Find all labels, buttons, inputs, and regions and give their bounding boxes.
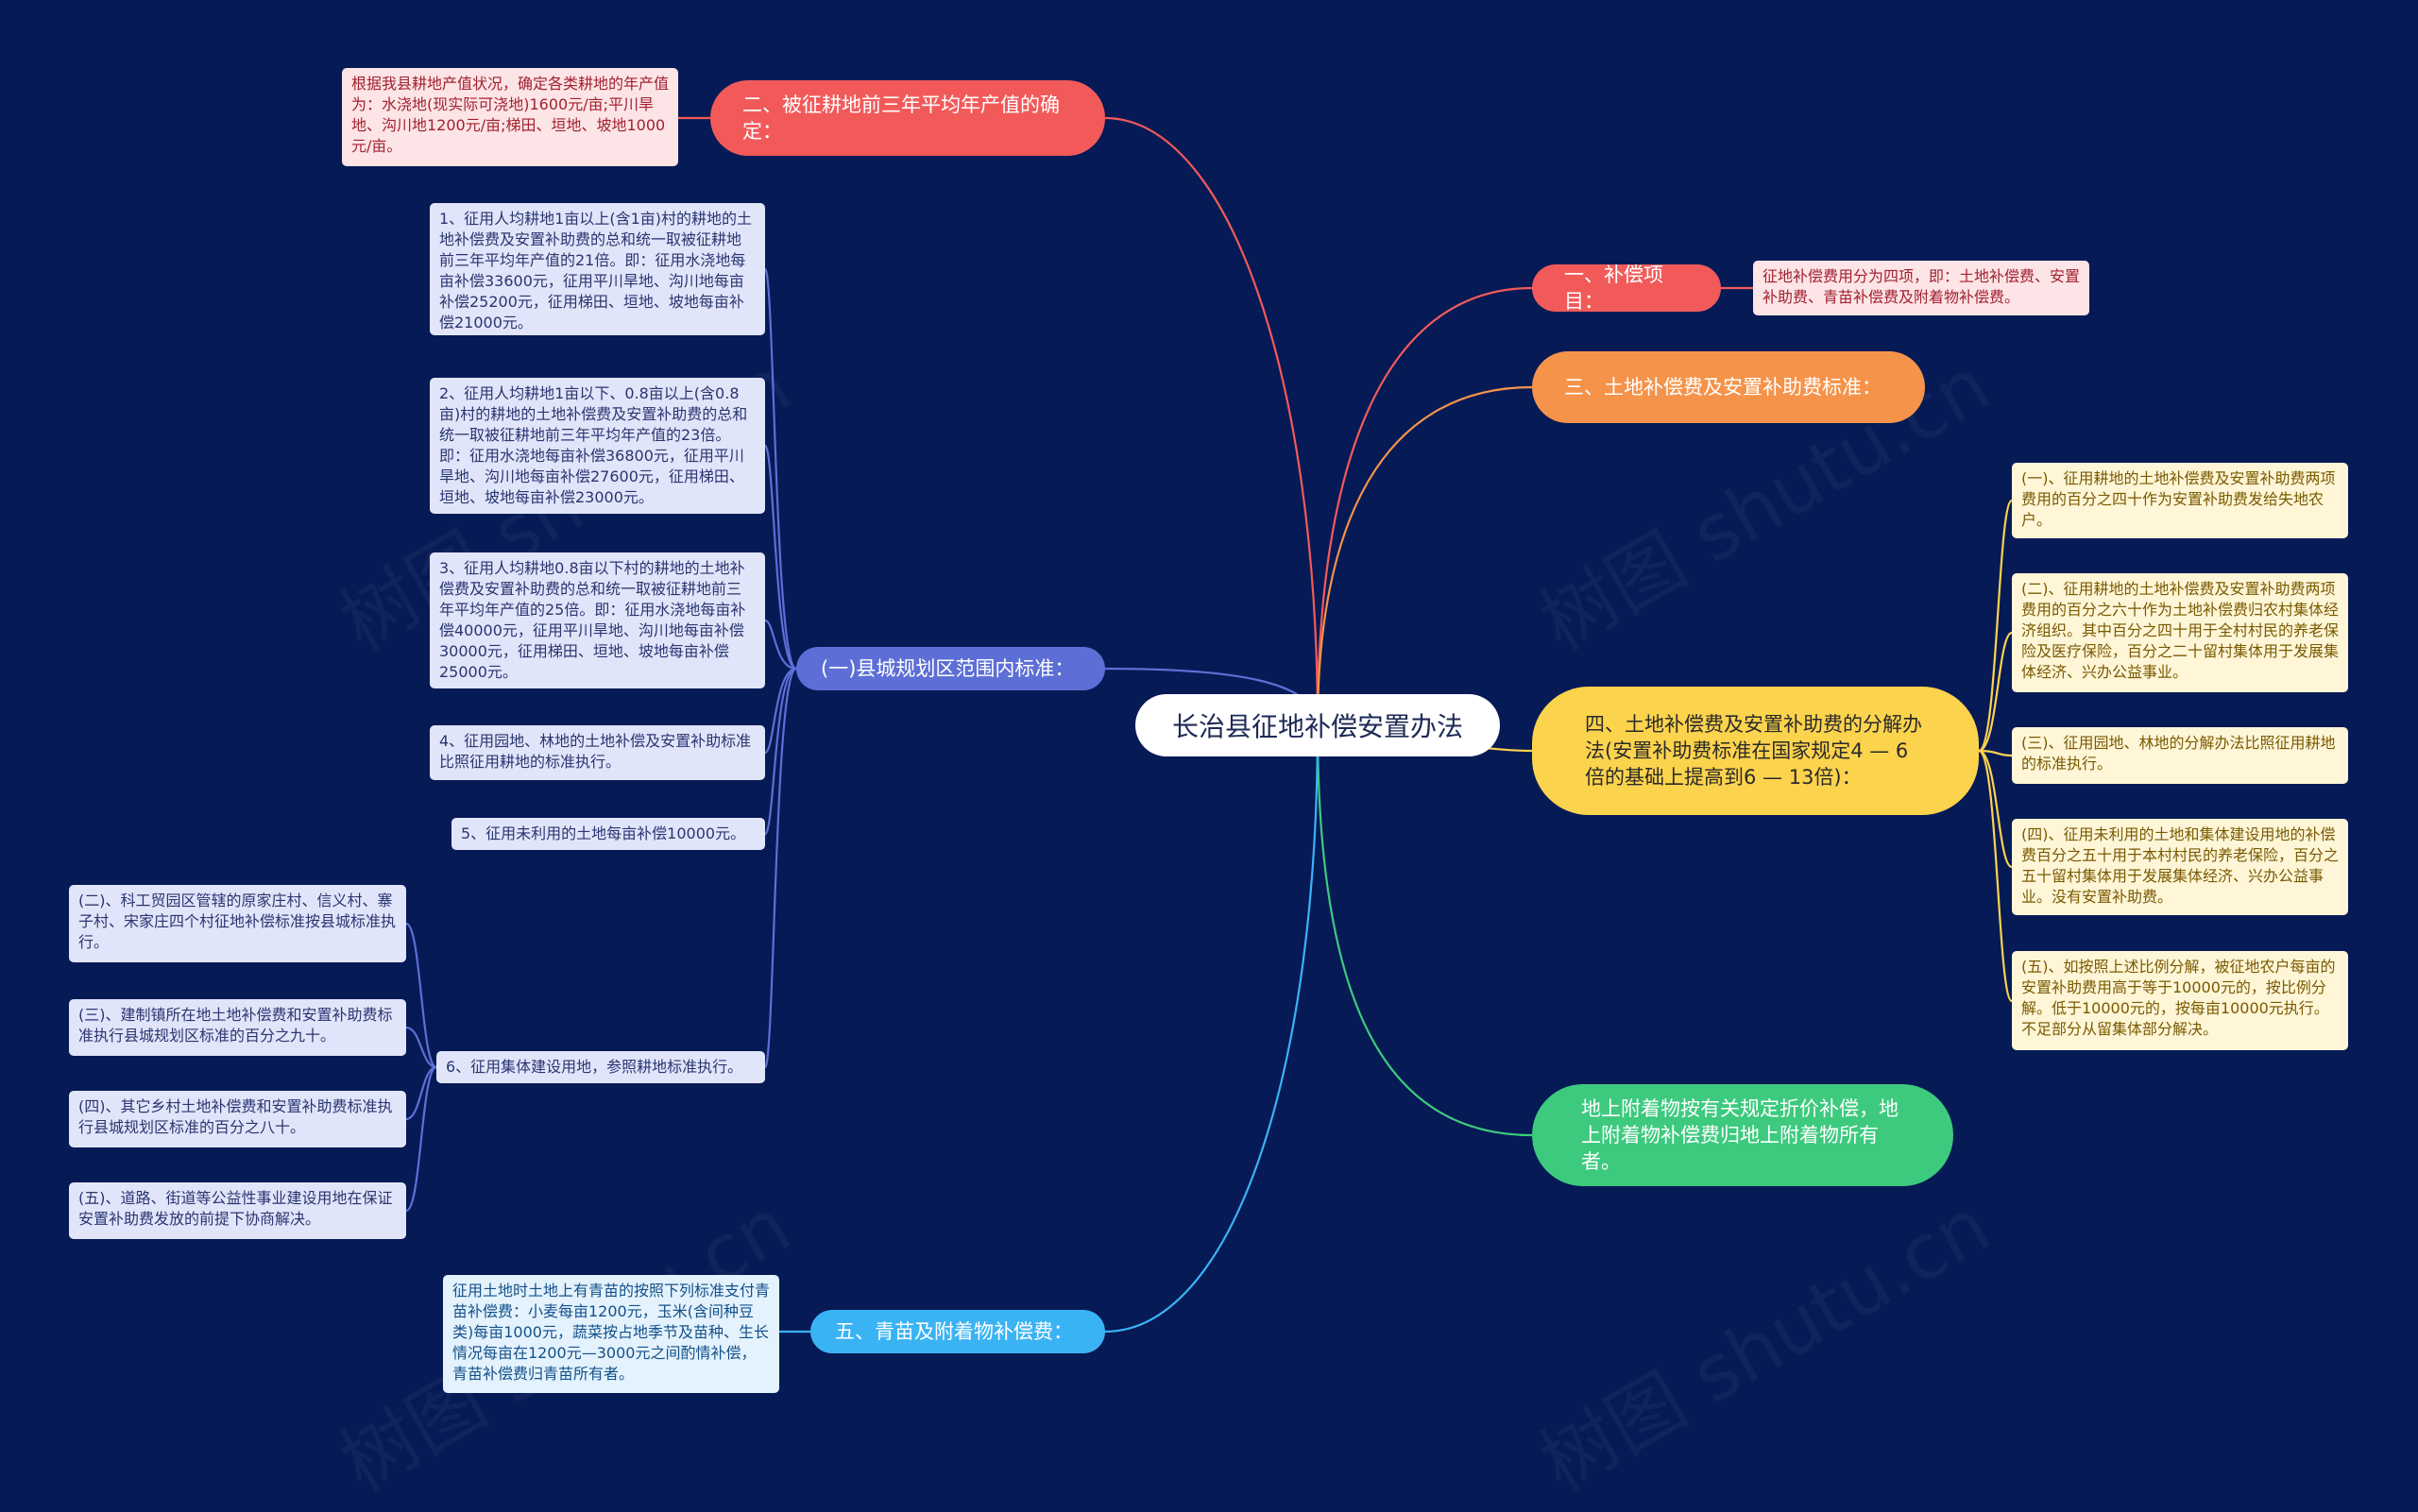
card-decomp-4: (四)、征用未利用的土地和集体建设用地的补偿费百分之五十用于本村村民的养老保险，… — [2012, 819, 2348, 915]
link-root-b3 — [1316, 385, 1533, 726]
link-bs-c4 — [763, 667, 797, 755]
card-annual-output: 根据我县耕地产值状况，确定各类耕地的年产值为：水浇地(现实际可浇地)1600元/… — [342, 68, 678, 166]
link-root-b1 — [1316, 286, 1533, 726]
card-sub-3: (三)、建制镇所在地土地补偿费和安置补助费标准执行县城规划区标准的百分之九十。 — [69, 999, 406, 1056]
branch-annual-output[interactable]: 二、被征耕地前三年平均年产值的确定： — [710, 80, 1105, 156]
link-root-bg — [1316, 724, 1533, 1137]
link-b4-c1 — [1978, 499, 2014, 753]
card-standard-4: 4、征用园地、林地的土地补偿及安置补助标准比照征用耕地的标准执行。 — [430, 725, 765, 780]
branch-seedling-compensation[interactable]: 五、青苗及附着物补偿费： — [810, 1310, 1105, 1353]
card-standard-3: 3、征用人均耕地0.8亩以下村的耕地的土地补偿费及安置补助费的总和统一取被征耕地… — [430, 552, 765, 688]
link-c6-s1 — [405, 922, 437, 1069]
card-standard-2: 2、征用人均耕地1亩以下、0.8亩以上(含0.8亩)村的耕地的土地补偿费及安置补… — [430, 378, 765, 514]
root-node[interactable]: 长治县征地补偿安置办法 — [1135, 694, 1500, 756]
card-standard-5: 5、征用未利用的土地每亩补偿10000元。 — [451, 818, 765, 850]
link-c6-s2 — [405, 1026, 437, 1069]
link-bs-c6 — [763, 667, 798, 1069]
card-sub-4: (四)、其它乡村土地补偿费和安置补助费标准执行县城规划区标准的百分之八十。 — [69, 1091, 406, 1147]
branch-compensation-items[interactable]: 一、补偿项目： — [1532, 263, 1721, 313]
branch-decomposition-method[interactable]: 四、土地补偿费及安置补助费的分解办法(安置补助费标准在国家规定4 — 6倍的基础… — [1532, 687, 1979, 815]
link-bs-c3 — [764, 619, 797, 671]
card-decomp-3: (三)、征用园地、林地的分解办法比照征用耕地的标准执行。 — [2012, 727, 2348, 784]
link-b4-c2 — [1978, 631, 2013, 753]
card-standard-6: 6、征用集体建设用地，参照耕地标准执行。 — [436, 1051, 765, 1083]
card-sub-5: (五)、道路、街道等公益性事业建设用地在保证安置补助费发放的前提下协商解决。 — [69, 1182, 406, 1239]
link-b4-c5 — [1978, 749, 2014, 1003]
card-sub-2: (二)、科工贸园区管辖的原家庄村、信义村、寨子村、宋家庄四个村征地补偿标准按县城… — [69, 885, 406, 962]
link-root-b2 — [1104, 116, 1320, 726]
branch-compensation-standard[interactable]: 三、土地补偿费及安置补助费标准： — [1532, 351, 1925, 423]
link-c6-s3 — [405, 1065, 437, 1121]
link-root-b5 — [1104, 724, 1320, 1334]
card-compensation-items: 征地补偿费用分为四项，即：土地补偿费、安置补助费、青苗补偿费及附着物补偿费。 — [1753, 261, 2089, 315]
card-decomp-1: (一)、征用耕地的土地补偿费及安置补助费两项费用的百分之四十作为安置补助费发给失… — [2012, 463, 2348, 538]
link-c6-s4 — [405, 1065, 437, 1213]
link-b4-c3 — [1978, 749, 2013, 757]
card-decomp-2: (二)、征用耕地的土地补偿费及安置补助费两项费用的百分之六十作为土地补偿费归农村… — [2012, 573, 2348, 692]
link-bs-c2 — [763, 444, 797, 671]
link-bs-c1 — [763, 267, 798, 671]
card-seedling: 征用土地时土地上有青苗的按照下列标准支付青苗补偿费：小麦每亩1200元，玉米(含… — [443, 1275, 779, 1393]
branch-attachments[interactable]: 地上附着物按有关规定折价补偿，地上附着物补偿费归地上附着物所有者。 — [1532, 1084, 1953, 1186]
branch-county-standard[interactable]: (一)县城规划区范围内标准： — [796, 647, 1105, 690]
card-standard-1: 1、征用人均耕地1亩以上(含1亩)村的耕地的土地补偿费及安置补助费的总和统一取被… — [430, 203, 765, 335]
card-decomp-5: (五)、如按照上述比例分解，被征地农户每亩的安置补助费用高于等于10000元的，… — [2012, 951, 2348, 1050]
link-b4-c4 — [1978, 749, 2013, 869]
link-bs-c5 — [763, 667, 797, 836]
